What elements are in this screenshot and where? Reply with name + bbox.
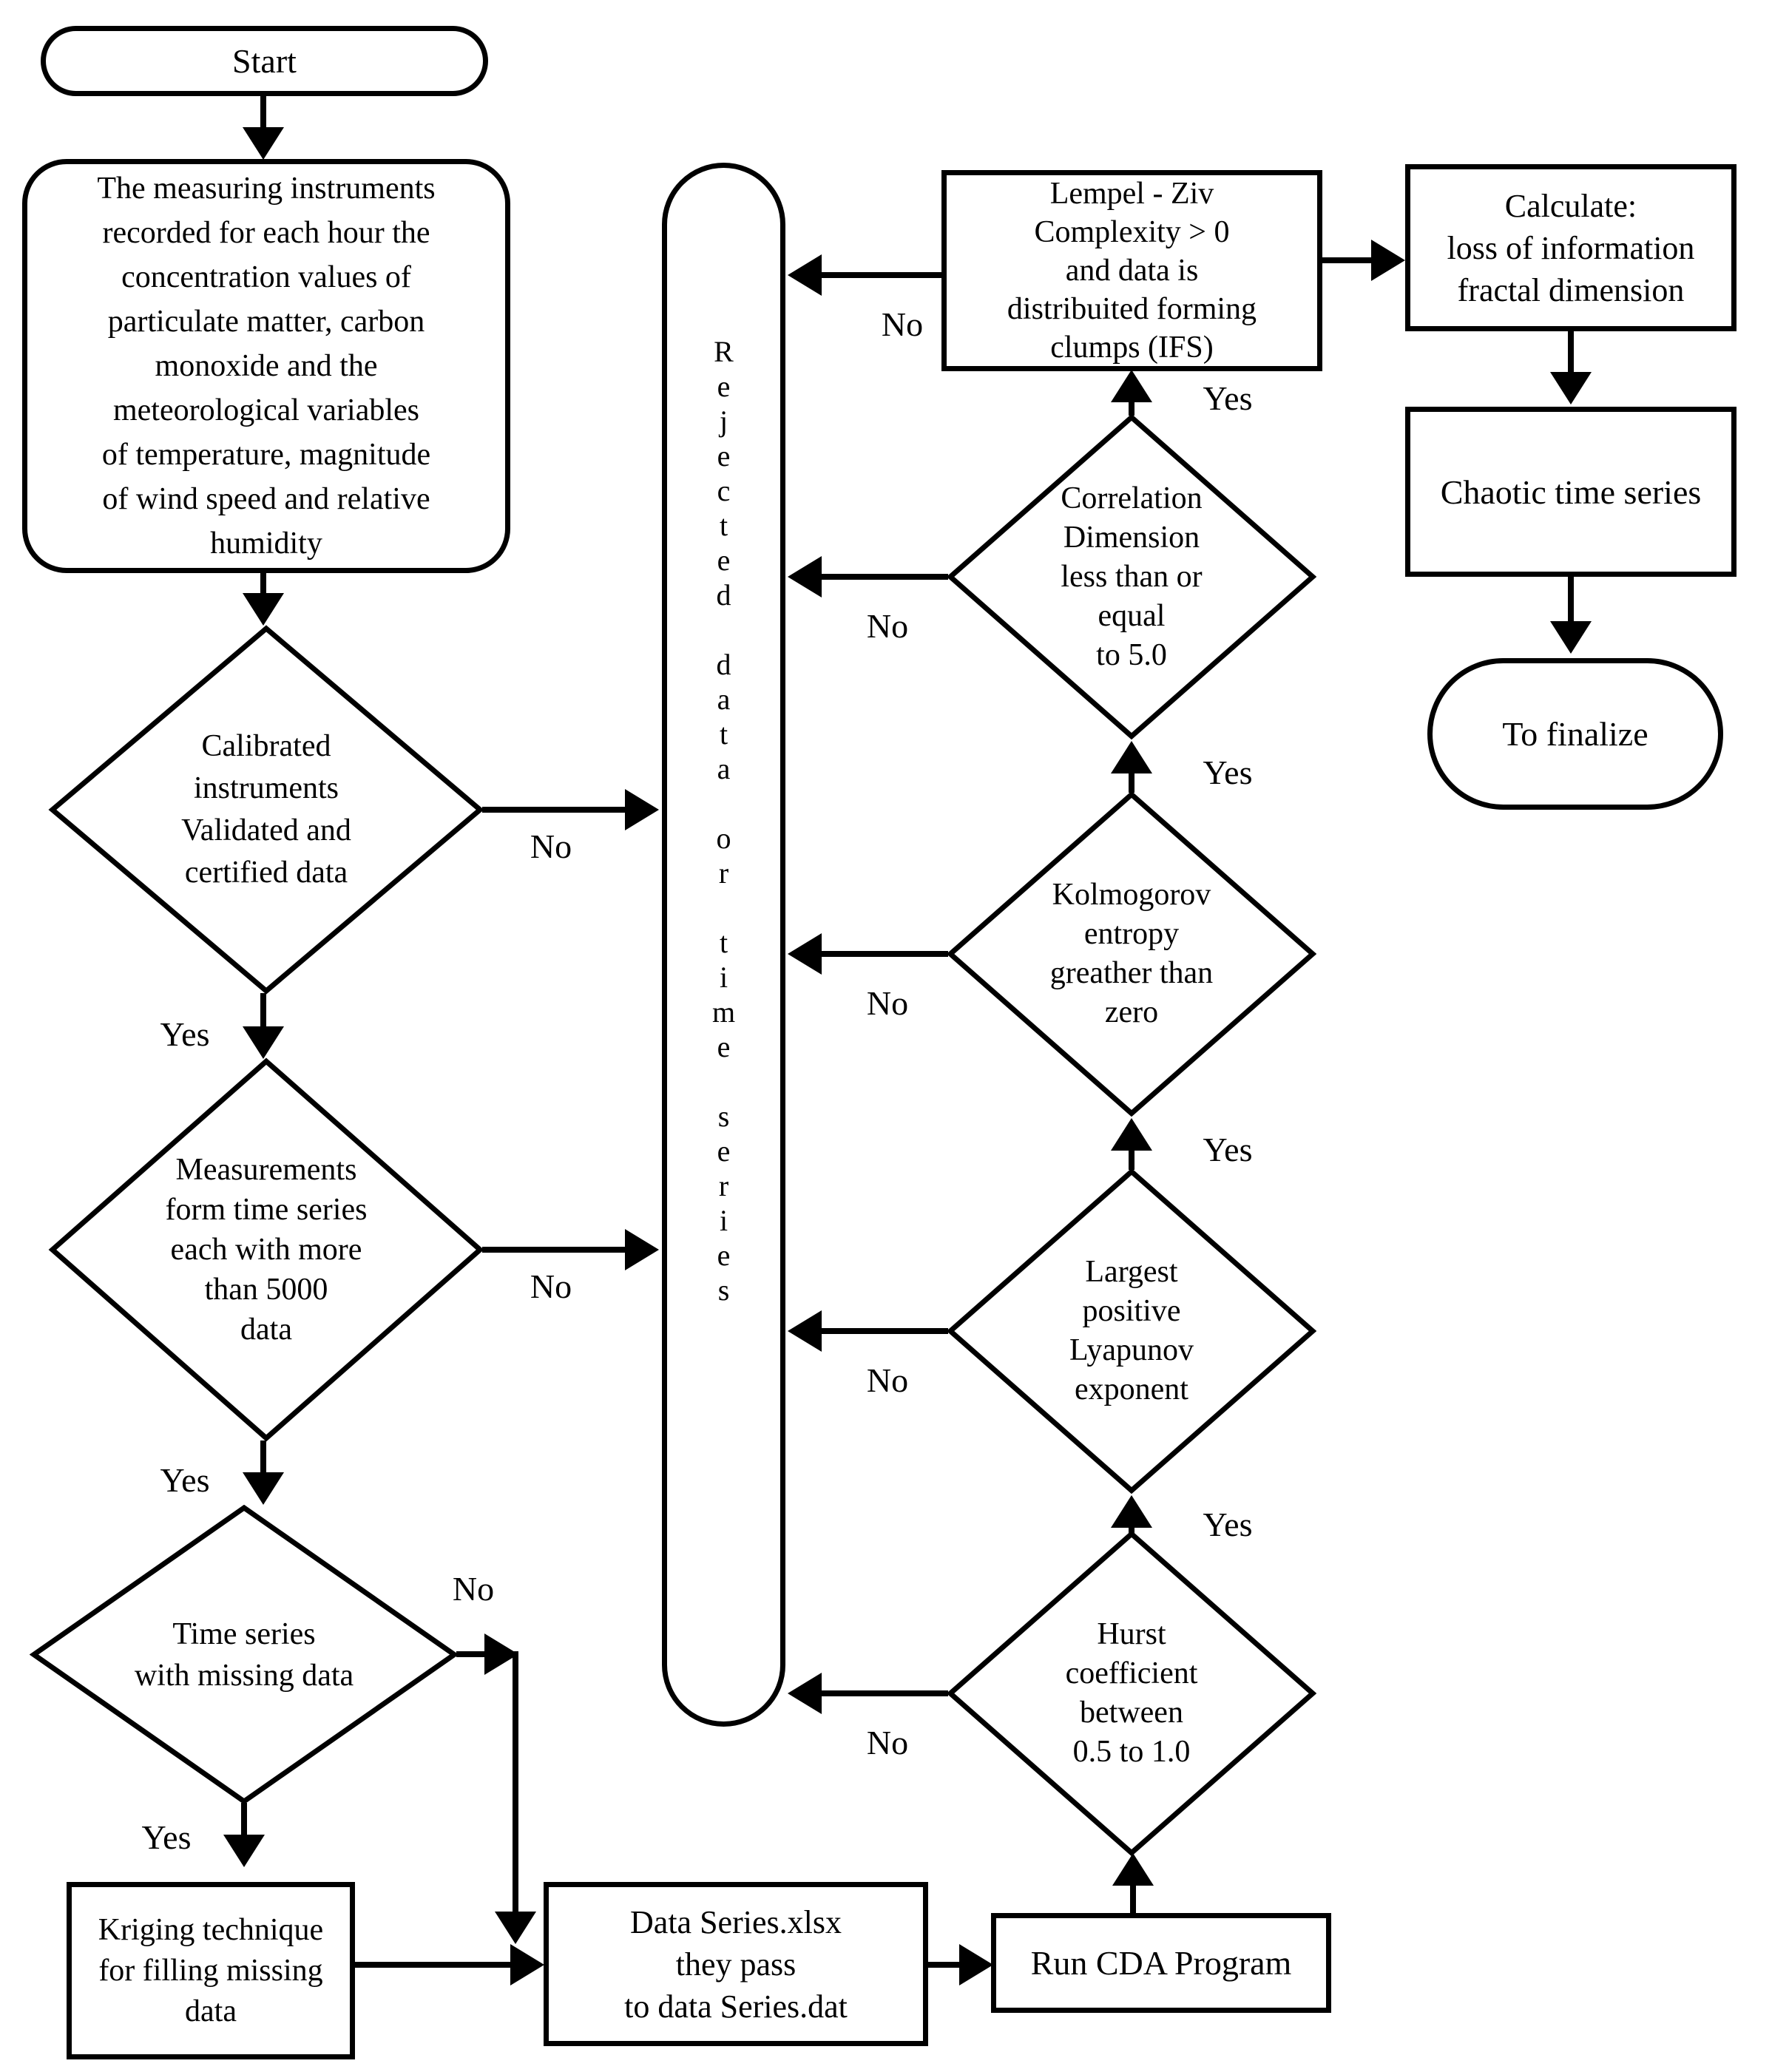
calculate-node: Calculate: loss of information fractal d… xyxy=(1405,164,1737,331)
edge-kolmogorov-no xyxy=(821,951,948,957)
edge-calibrated-yes xyxy=(260,993,266,1030)
arrowhead xyxy=(510,1944,544,1985)
edge-missing-no-vertical xyxy=(513,1651,518,1914)
arrowhead xyxy=(243,1026,284,1059)
edge-hurst-yes xyxy=(1129,1525,1134,1534)
data-series-node: Data Series.xlsx they pass to data Serie… xyxy=(544,1882,928,2046)
edge-measurements-no xyxy=(482,1247,626,1253)
label-correlation-no: No xyxy=(866,607,909,645)
finalize-node: To finalize xyxy=(1427,658,1723,810)
label-measurements-no: No xyxy=(530,1267,572,1305)
diamond-hurst: Hurst coefficient between 0.5 to 1.0 xyxy=(947,1531,1316,1856)
arrow-start-to-measuring xyxy=(260,95,266,132)
edge-runcda-to-hurst xyxy=(1130,1884,1136,1914)
label-kolmogorov-yes: Yes xyxy=(1203,754,1253,791)
diamond-kolmogorov-text: Kolmogorov entropy greather than zero xyxy=(1049,878,1214,1029)
arrowhead xyxy=(625,789,659,830)
edge-lempelziv-no xyxy=(821,272,943,278)
diamond-lyapunov: Largest positive Lyapunov exponent xyxy=(947,1168,1316,1494)
edge-measurements-yes xyxy=(260,1440,266,1476)
label-measurements-yes: Yes xyxy=(160,1461,210,1499)
edge-lyapunov-yes xyxy=(1129,1148,1134,1170)
arrowhead xyxy=(1371,240,1405,281)
label-lyapunov-no: No xyxy=(866,1361,909,1399)
edge-chaotic-to-finalize xyxy=(1568,575,1574,623)
edge-hurst-no xyxy=(821,1690,948,1696)
arrowhead xyxy=(1550,621,1592,654)
diamond-calibrated: Calibrated instruments Validated and cer… xyxy=(48,625,484,995)
arrowhead xyxy=(1112,1853,1154,1886)
edge-missing-no xyxy=(456,1651,490,1657)
arrowhead xyxy=(1111,1118,1152,1151)
diamond-measurements-text: Measurements form time series each with … xyxy=(165,1153,368,1347)
diamond-missing-data-text: Time series with missing data xyxy=(134,1616,354,1693)
arrowhead xyxy=(243,1472,284,1505)
diamond-kolmogorov: Kolmogorov entropy greather than zero xyxy=(947,791,1316,1117)
edge-kolmogorov-yes xyxy=(1129,771,1134,793)
arrow-measuring-to-calibrated xyxy=(260,572,266,595)
start-node: Start xyxy=(41,26,488,96)
edge-calibrated-no xyxy=(482,807,626,813)
edge-calculate-to-chaotic xyxy=(1568,330,1574,374)
arrowhead xyxy=(788,933,822,975)
edge-lyapunov-no xyxy=(821,1328,948,1334)
label-correlation-yes: Yes xyxy=(1203,379,1253,417)
arrowhead xyxy=(959,1944,993,1985)
diamond-correlation-text: Correlation Dimension less than or equal… xyxy=(1061,481,1203,672)
label-missing-no: No xyxy=(452,1570,495,1608)
arrowhead xyxy=(788,254,822,296)
label-lyapunov-yes: Yes xyxy=(1203,1131,1253,1168)
edge-lempelziv-to-calculate xyxy=(1321,257,1374,263)
kriging-node: Kriging technique for filling missing da… xyxy=(67,1882,355,2059)
diamond-calibrated-text: Calibrated instruments Validated and cer… xyxy=(181,729,351,890)
label-calibrated-yes: Yes xyxy=(160,1015,210,1053)
label-lempelziv-no: No xyxy=(881,305,924,343)
arrowhead xyxy=(788,1673,822,1714)
edge-correlation-yes xyxy=(1129,399,1134,416)
arrowhead xyxy=(1111,741,1152,773)
diamond-correlation: Correlation Dimension less than or equal… xyxy=(947,414,1316,739)
label-calibrated-no: No xyxy=(530,827,572,865)
arrowhead xyxy=(223,1835,265,1867)
chaotic-node: Chaotic time series xyxy=(1405,407,1737,577)
edge-kriging-to-dataseries xyxy=(355,1962,514,1968)
arrowhead xyxy=(243,127,284,160)
arrowhead xyxy=(788,1310,822,1352)
label-hurst-yes: Yes xyxy=(1203,1506,1253,1543)
measuring-instruments-node: The measuring instruments recorded for e… xyxy=(22,159,510,573)
label-kolmogorov-no: No xyxy=(866,984,909,1022)
arrowhead xyxy=(495,1912,536,1944)
edge-missing-yes xyxy=(241,1803,247,1838)
arrowhead xyxy=(1111,1495,1152,1528)
arrowhead xyxy=(625,1229,659,1270)
arrowhead xyxy=(1550,372,1592,404)
edge-dataseries-to-runcda xyxy=(927,1962,964,1968)
run-cda-node: Run CDA Program xyxy=(991,1913,1331,2013)
diamond-hurst-text: Hurst coefficient between 0.5 to 1.0 xyxy=(1065,1617,1198,1769)
diamond-missing-data: Time series with missing data xyxy=(30,1505,459,1804)
label-hurst-no: No xyxy=(866,1724,909,1761)
diamond-measurements: Measurements form time series each with … xyxy=(48,1057,484,1442)
edge-correlation-no xyxy=(821,574,948,580)
label-missing-yes: Yes xyxy=(141,1818,192,1856)
arrowhead xyxy=(788,556,822,597)
diamond-lyapunov-text: Largest positive Lyapunov exponent xyxy=(1069,1255,1194,1406)
arrowhead xyxy=(1111,370,1152,402)
lempel-ziv-node: Lempel - Ziv Complexity > 0 and data is … xyxy=(941,170,1322,371)
arrowhead xyxy=(243,593,284,626)
